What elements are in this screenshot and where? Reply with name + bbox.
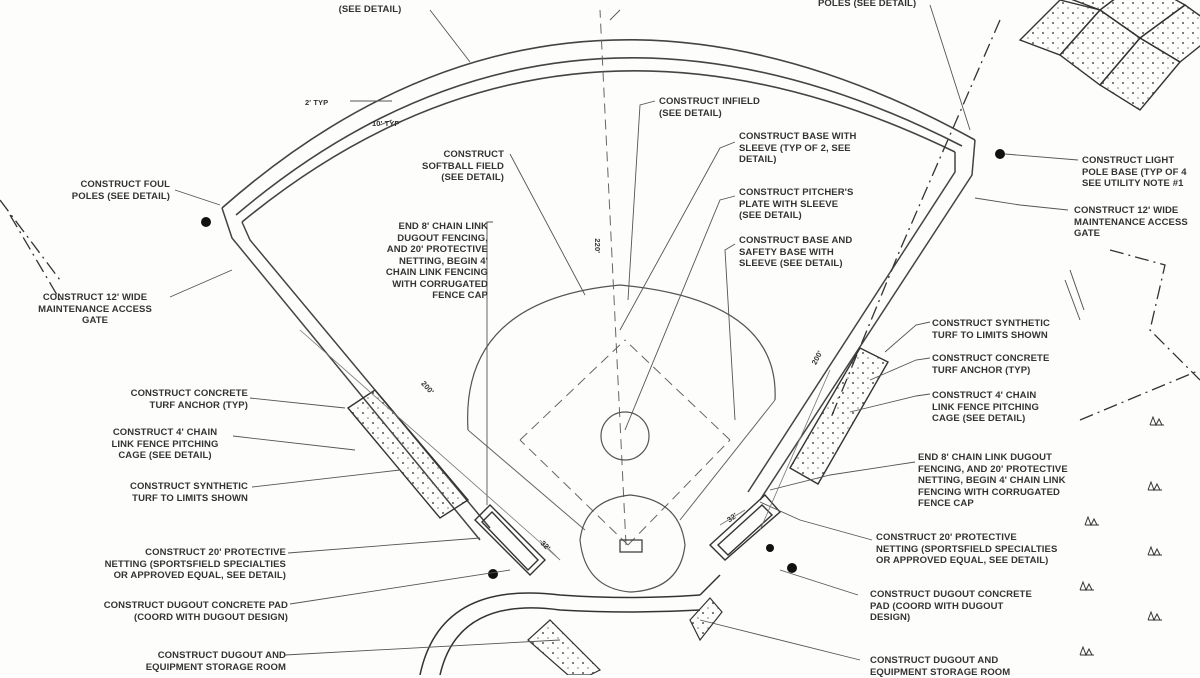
backstop-walk bbox=[419, 574, 721, 675]
label-end-fence-left: END 8' CHAIN LINK DUGOUT FENCING, AND 20… bbox=[385, 221, 488, 301]
dugout-left bbox=[474, 504, 546, 576]
label-pitchers-plate: CONSTRUCT PITCHER'S PLATE WITH SLEEVE (S… bbox=[739, 187, 854, 221]
storage-room-right bbox=[689, 597, 723, 642]
label-gate-right: CONSTRUCT 12' WIDE MAINTENANCE ACCESS GA… bbox=[1074, 205, 1188, 239]
light-pole-bases bbox=[201, 149, 1005, 579]
foul-fence-lines bbox=[221, 139, 976, 541]
dimension-lines bbox=[299, 329, 831, 561]
parking-grid bbox=[1018, 0, 1200, 111]
label-poles-top: POLES (SEE DETAIL) bbox=[818, 0, 917, 9]
infield-arc bbox=[467, 284, 776, 431]
dugout-right bbox=[708, 494, 781, 561]
dim-center: 220' bbox=[593, 238, 603, 254]
pitchers-circle bbox=[600, 411, 650, 461]
home-plate-circle bbox=[579, 494, 686, 593]
label-softball-field: CONSTRUCT SOFTBALL FIELD (SEE DETAIL) bbox=[422, 149, 504, 183]
label-cage-right: CONSTRUCT 4' CHAIN LINK FENCE PITCHING C… bbox=[932, 390, 1039, 424]
label-anchor-left: CONSTRUCT CONCRETE TURF ANCHOR (TYP) bbox=[130, 388, 248, 411]
label-turf-right: CONSTRUCT SYNTHETIC TURF TO LIMITS SHOWN bbox=[932, 318, 1051, 341]
label-pad-left: CONSTRUCT DUGOUT CONCRETE PAD (COORD WIT… bbox=[103, 600, 288, 623]
label-ten-typ: 10' TYP bbox=[372, 119, 400, 128]
storage-room-left bbox=[527, 619, 602, 675]
label-safety-base: CONSTRUCT BASE AND SAFETY BASE WITH SLEE… bbox=[739, 235, 853, 269]
label-turf-left: CONSTRUCT SYNTHETIC TURF TO LIMITS SHOWN bbox=[129, 481, 248, 504]
outfield-fence bbox=[221, 39, 976, 223]
label-cage-left: CONSTRUCT 4' CHAIN LINK FENCE PITCHING C… bbox=[111, 427, 219, 461]
base-paths bbox=[519, 9, 731, 546]
label-storage-right: CONSTRUCT DUGOUT AND EQUIPMENT STORAGE R… bbox=[870, 655, 1011, 678]
label-warning-track: WARNING TRACK (SEE DETAIL) bbox=[328, 0, 411, 15]
label-anchor-right: CONSTRUCT CONCRETE TURF ANCHOR (TYP) bbox=[932, 353, 1050, 376]
label-base-sleeve: CONSTRUCT BASE WITH SLEEVE (TYP OF 2, SE… bbox=[739, 131, 857, 165]
pitching-cage-left bbox=[346, 389, 470, 519]
label-end-fence-right: END 8' CHAIN LINK DUGOUT FENCING, AND 20… bbox=[918, 452, 1068, 509]
infield-skin-line bbox=[467, 429, 586, 531]
label-two-typ: 2' TYP bbox=[305, 98, 329, 107]
label-gate-left: CONSTRUCT 12' WIDE MAINTENANCE ACCESS GA… bbox=[38, 292, 152, 326]
label-netting-right: CONSTRUCT 20' PROTECTIVE NETTING (SPORTS… bbox=[876, 532, 1058, 566]
grass-symbols bbox=[1079, 415, 1164, 657]
label-foul-poles: CONSTRUCT FOUL POLES (SEE DETAIL) bbox=[71, 179, 170, 202]
label-pad-right: CONSTRUCT DUGOUT CONCRETE PAD (COORD WIT… bbox=[870, 589, 1032, 623]
label-netting-left: CONSTRUCT 20' PROTECTIVE NETTING (SPORTS… bbox=[104, 547, 286, 581]
property-lines bbox=[0, 19, 1200, 421]
label-storage-left: CONSTRUCT DUGOUT AND EQUIPMENT STORAGE R… bbox=[145, 650, 286, 673]
leader-lines bbox=[169, 4, 1079, 661]
label-infield: CONSTRUCT INFIELD (SEE DETAIL) bbox=[659, 96, 760, 119]
label-light-pole: CONSTRUCT LIGHT POLE BASE (TYP OF 4 SEE … bbox=[1082, 155, 1187, 189]
pitching-cage-right bbox=[789, 347, 889, 485]
